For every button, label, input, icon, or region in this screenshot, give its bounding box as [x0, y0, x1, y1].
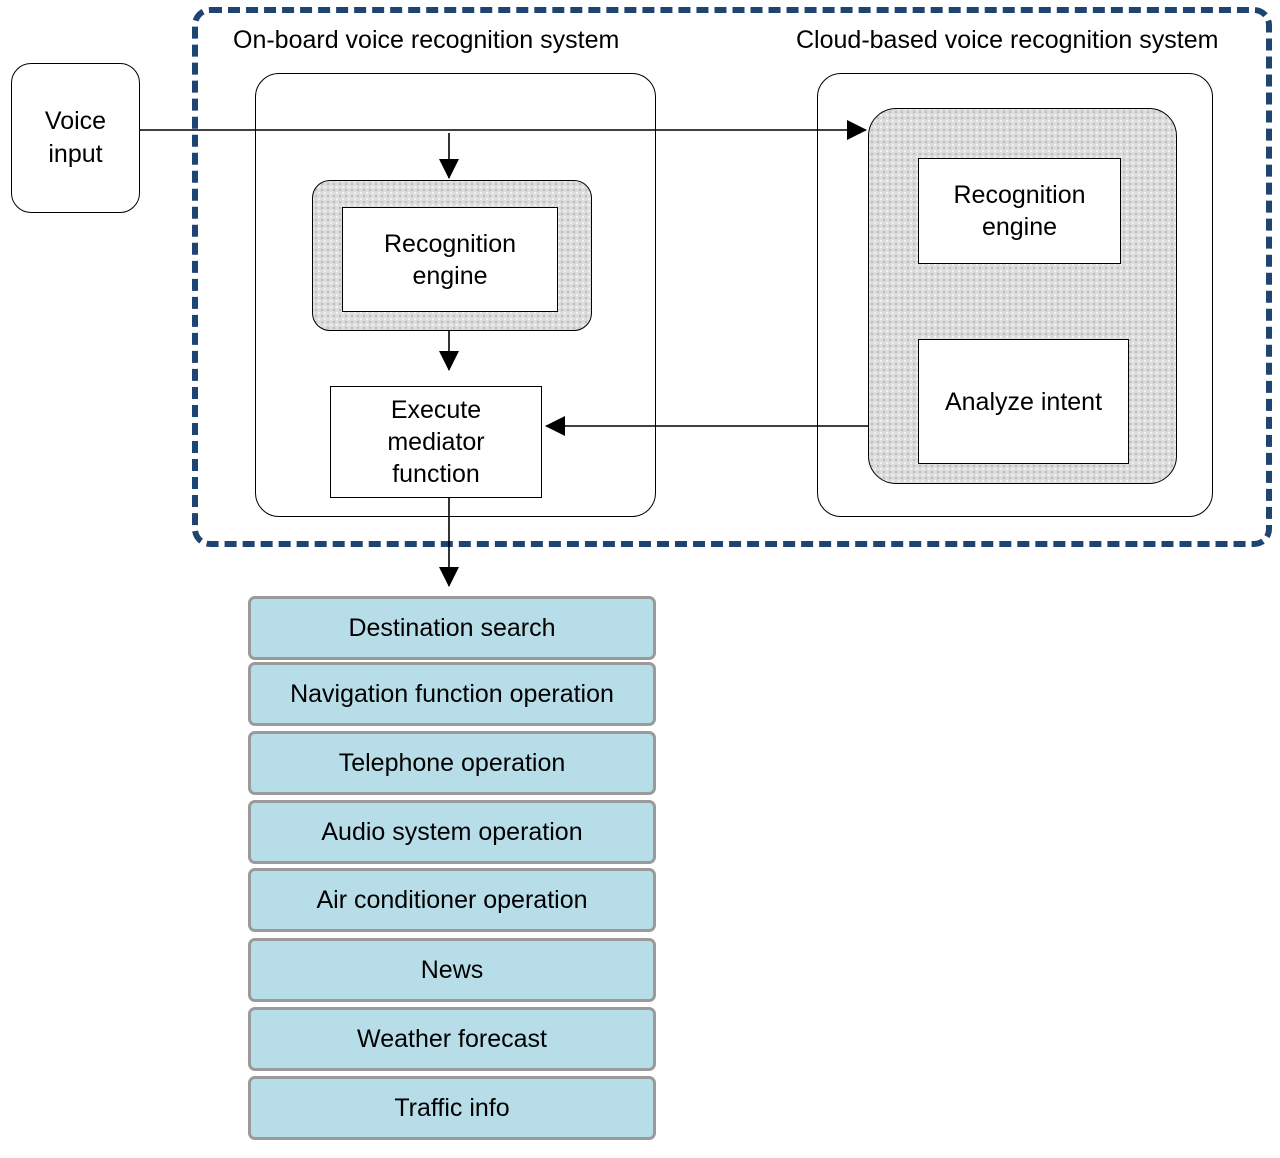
function-item: Audio system operation	[248, 800, 656, 864]
function-item: News	[248, 938, 656, 1002]
function-item: Traffic info	[248, 1076, 656, 1140]
analyze-intent-box: Analyze intent	[918, 339, 1129, 464]
onboard-recognition-engine: Recognition engine	[342, 207, 558, 312]
cloud-recognition-engine-label: Recognition engine	[953, 181, 1086, 241]
function-item: Telephone operation	[248, 731, 656, 795]
function-item: Weather forecast	[248, 1007, 656, 1071]
cloud-system-title: Cloud-based voice recognition system	[796, 26, 1219, 54]
onboard-system-title: On-board voice recognition system	[233, 26, 620, 54]
cloud-recognition-engine: Recognition engine	[918, 158, 1121, 264]
voice-input-label: Voice input	[44, 107, 107, 168]
mediator-function-label: Execute mediator function	[387, 396, 485, 488]
analyze-intent-label: Analyze intent	[944, 387, 1103, 416]
system-boundary	[192, 7, 1272, 547]
function-item: Navigation function operation	[248, 662, 656, 726]
function-item: Destination search	[248, 596, 656, 660]
voice-input-box: Voice input	[11, 63, 140, 213]
mediator-function-box: Execute mediator function	[330, 386, 542, 498]
onboard-recognition-engine-label: Recognition engine	[383, 229, 517, 290]
function-item: Air conditioner operation	[248, 868, 656, 932]
